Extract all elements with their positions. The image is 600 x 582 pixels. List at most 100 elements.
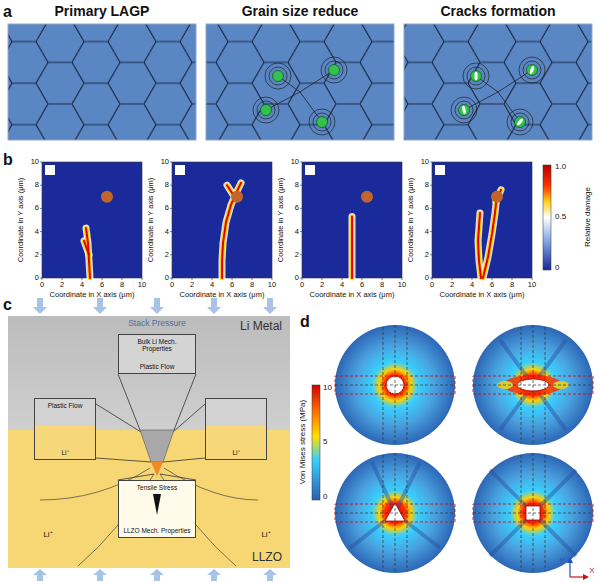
stress-bands <box>350 340 576 556</box>
tick-mark <box>532 278 533 280</box>
axis-tick: 2 <box>295 251 299 259</box>
colorbar-tick: 0 <box>323 493 327 502</box>
rect-shape <box>473 504 593 522</box>
axis-tick: 2 <box>450 281 454 289</box>
path-shape <box>207 569 221 581</box>
tick-mark <box>300 208 302 209</box>
plot-chip <box>175 165 185 175</box>
particle-dot <box>231 191 243 203</box>
damage-colorbar <box>543 165 551 270</box>
plot-chip <box>305 165 315 175</box>
axis-tick: 0 <box>35 274 39 282</box>
ellipse-shape <box>516 118 524 126</box>
axis-tick: 4 <box>80 281 84 289</box>
panel-title: Primary LAGP <box>55 4 150 19</box>
crack-marks <box>462 66 535 127</box>
tick-mark <box>40 231 42 232</box>
panel-letter: d <box>300 313 310 331</box>
grain-nuclei <box>253 57 545 135</box>
axis-tick: 2 <box>165 251 169 259</box>
tick-mark <box>142 278 143 280</box>
rect-shape <box>473 376 593 394</box>
crack-path <box>478 213 481 278</box>
li-filament <box>140 430 174 462</box>
circle-shape <box>473 325 593 445</box>
tick-mark <box>42 278 43 280</box>
axis-tick: 4 <box>35 227 39 235</box>
tick-mark <box>430 162 432 163</box>
axis-tick: 0 <box>170 281 174 289</box>
axis-title: Coordinate in X axis (μm) <box>440 291 525 299</box>
tick-mark <box>62 278 63 280</box>
crack-path <box>84 241 89 255</box>
particle-dot <box>491 191 503 203</box>
panel-title: Cracks formation <box>440 4 555 19</box>
crack-path <box>227 185 233 194</box>
circle-shape <box>261 105 272 116</box>
tick-mark <box>82 278 83 280</box>
path-shape <box>570 576 584 577</box>
path-shape <box>569 562 570 577</box>
inset-box: Tensile StressLLZO Mech. Properties <box>118 480 196 538</box>
crack-spike-shape <box>153 494 161 515</box>
circle-shape <box>335 453 455 573</box>
defect-holes <box>385 376 549 521</box>
tick-mark <box>452 278 453 280</box>
axis-tick: 6 <box>35 204 39 212</box>
circle-shape <box>467 67 485 85</box>
pressure-label: Stack Pressure <box>128 319 186 328</box>
circle-shape <box>471 71 482 82</box>
axis-tick: 8 <box>165 181 169 189</box>
dashed-frames <box>335 376 593 522</box>
tick-mark <box>472 278 473 280</box>
tick-mark <box>40 208 42 209</box>
particle-dot <box>101 191 113 203</box>
dashed-guides <box>335 325 593 573</box>
tick-mark <box>302 278 303 280</box>
circle-shape <box>269 67 287 85</box>
tick-mark <box>300 162 302 163</box>
crack-path <box>227 185 233 194</box>
axis-title: Coordinate in Y axis (μm) <box>147 178 155 263</box>
axis-tick: 8 <box>380 281 384 289</box>
circle-shape <box>527 65 538 76</box>
axis-tick: 10 <box>421 158 429 166</box>
axis-tick: 8 <box>295 181 299 189</box>
tick-mark <box>170 185 172 186</box>
axis-tick: 2 <box>425 251 429 259</box>
circle-shape <box>325 61 343 79</box>
ion-label: Li⁺ <box>261 531 270 540</box>
axis-tick: 6 <box>360 281 364 289</box>
axis-tick: 10 <box>31 158 39 166</box>
crack-path <box>478 213 481 278</box>
axis-tick: 2 <box>60 281 64 289</box>
colorbar-title: Von Mises stress (MPa) <box>299 400 308 484</box>
axis-tick: 6 <box>165 204 169 212</box>
tick-mark <box>430 231 432 232</box>
circle-shape <box>257 101 275 119</box>
axis-tick: 10 <box>138 281 146 289</box>
tick-mark <box>40 185 42 186</box>
tick-mark <box>122 278 123 280</box>
polygon-shape <box>567 557 573 563</box>
circle-shape <box>335 325 455 445</box>
region-label: Li Metal <box>240 320 282 333</box>
panel-letter: c <box>3 296 12 314</box>
tick-mark <box>170 254 172 255</box>
tick-mark <box>40 254 42 255</box>
tick-mark <box>362 278 363 280</box>
path-shape <box>473 325 593 445</box>
crack-path <box>349 217 356 279</box>
colorbar-tick: 1.0 <box>555 163 566 172</box>
crack-path <box>483 195 497 279</box>
axis-title: Coordinate in Y axis (μm) <box>17 178 25 263</box>
tick-mark <box>402 278 403 280</box>
crack-path <box>227 185 233 194</box>
circle-shape <box>253 97 279 123</box>
axis-tick: 6 <box>295 204 299 212</box>
axis-title: Coordinate in Y axis (μm) <box>277 178 285 263</box>
path-shape <box>33 569 47 581</box>
circle-shape <box>473 453 593 573</box>
filament-tip <box>151 462 163 476</box>
